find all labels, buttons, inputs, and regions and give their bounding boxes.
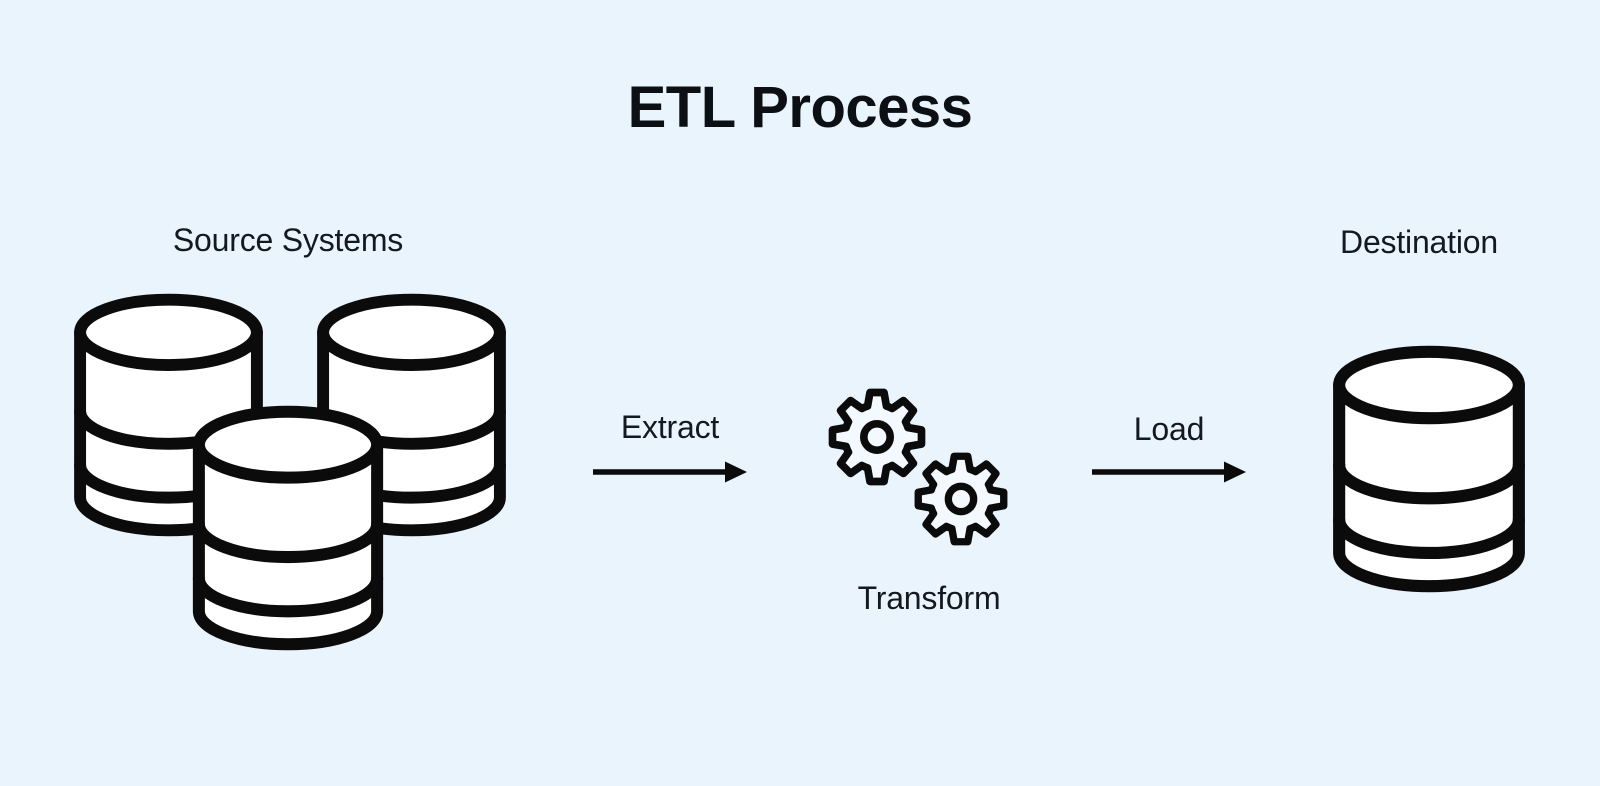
gear-icon bbox=[912, 450, 1010, 548]
load-flow-label: Load bbox=[1133, 411, 1205, 447]
right-arrow-icon bbox=[590, 457, 748, 487]
transform-label: Transform bbox=[857, 580, 1001, 616]
diagram-title: ETL Process bbox=[627, 75, 973, 140]
database-icon bbox=[190, 404, 386, 652]
source-systems-label: Source Systems bbox=[172, 222, 404, 258]
extract-flow-label: Extract bbox=[620, 409, 720, 445]
right-arrow-icon bbox=[1089, 457, 1247, 487]
destination-label: Destination bbox=[1340, 224, 1498, 260]
database-icon bbox=[1331, 344, 1527, 594]
